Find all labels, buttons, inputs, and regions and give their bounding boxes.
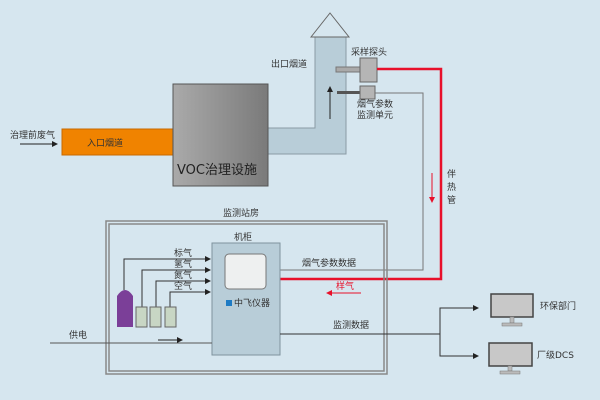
- voc-facility: [172, 83, 269, 187]
- chimney-cap: [309, 12, 351, 38]
- env-dept-label: 环保部门: [540, 300, 576, 312]
- gas-bottle: [135, 306, 148, 328]
- heat-trace-line: [280, 67, 443, 281]
- inlet-gas-label: 治理前废气: [10, 129, 55, 141]
- sample-gas-label: 样气: [336, 280, 354, 292]
- heat-trace-label-1: 伴: [447, 168, 456, 180]
- flue-unit-label-1: 烟气参数: [357, 98, 393, 110]
- power-label: 供电: [69, 329, 87, 341]
- heat-trace-label-2: 热: [447, 181, 456, 193]
- svg-text:中飞仪器: 中飞仪器: [234, 297, 270, 309]
- flue-monitor-unit: [359, 85, 376, 100]
- gas-h2-label: 氢气: [174, 258, 192, 270]
- gas-bottle: [149, 306, 162, 328]
- heat-trace-label-3: 管: [447, 194, 456, 206]
- probe-rod: [335, 66, 361, 73]
- sampling-probe-label: 采样探头: [351, 46, 387, 58]
- sampling-probe: [359, 57, 378, 83]
- flue-data-label: 烟气参数数据: [302, 257, 356, 269]
- gas-bottle: [164, 306, 177, 328]
- outlet-duct-label: 出口烟道: [271, 58, 307, 70]
- flue-unit-label-2: 监测单元: [357, 109, 393, 121]
- plant-dcs-label: 厂级DCS: [537, 349, 574, 361]
- logo: 中飞仪器: [226, 297, 270, 309]
- flue-data-line: [280, 92, 424, 271]
- gas-cylinder: [117, 290, 133, 327]
- cabinet-label: 机柜: [234, 231, 252, 243]
- gas-std-label: 标气: [174, 247, 192, 259]
- sensor-rod: [337, 91, 360, 94]
- monitor-data-label: 监测数据: [333, 319, 369, 331]
- monitoring-station: [105, 220, 388, 375]
- voc-facility-label: VOC治理设施: [177, 163, 257, 178]
- station-label: 监测站房: [223, 207, 259, 219]
- cabinet-screen: [224, 253, 267, 290]
- gas-air-label: 空气: [174, 280, 192, 292]
- gas-n2-label: 氮气: [174, 269, 192, 281]
- monitor-plant-dcs: [488, 342, 533, 375]
- monitor-env-dept: [490, 293, 534, 327]
- gas-lines: [123, 256, 211, 307]
- inlet-duct-label: 入口烟道: [87, 137, 123, 149]
- outlet-duct: [267, 12, 351, 155]
